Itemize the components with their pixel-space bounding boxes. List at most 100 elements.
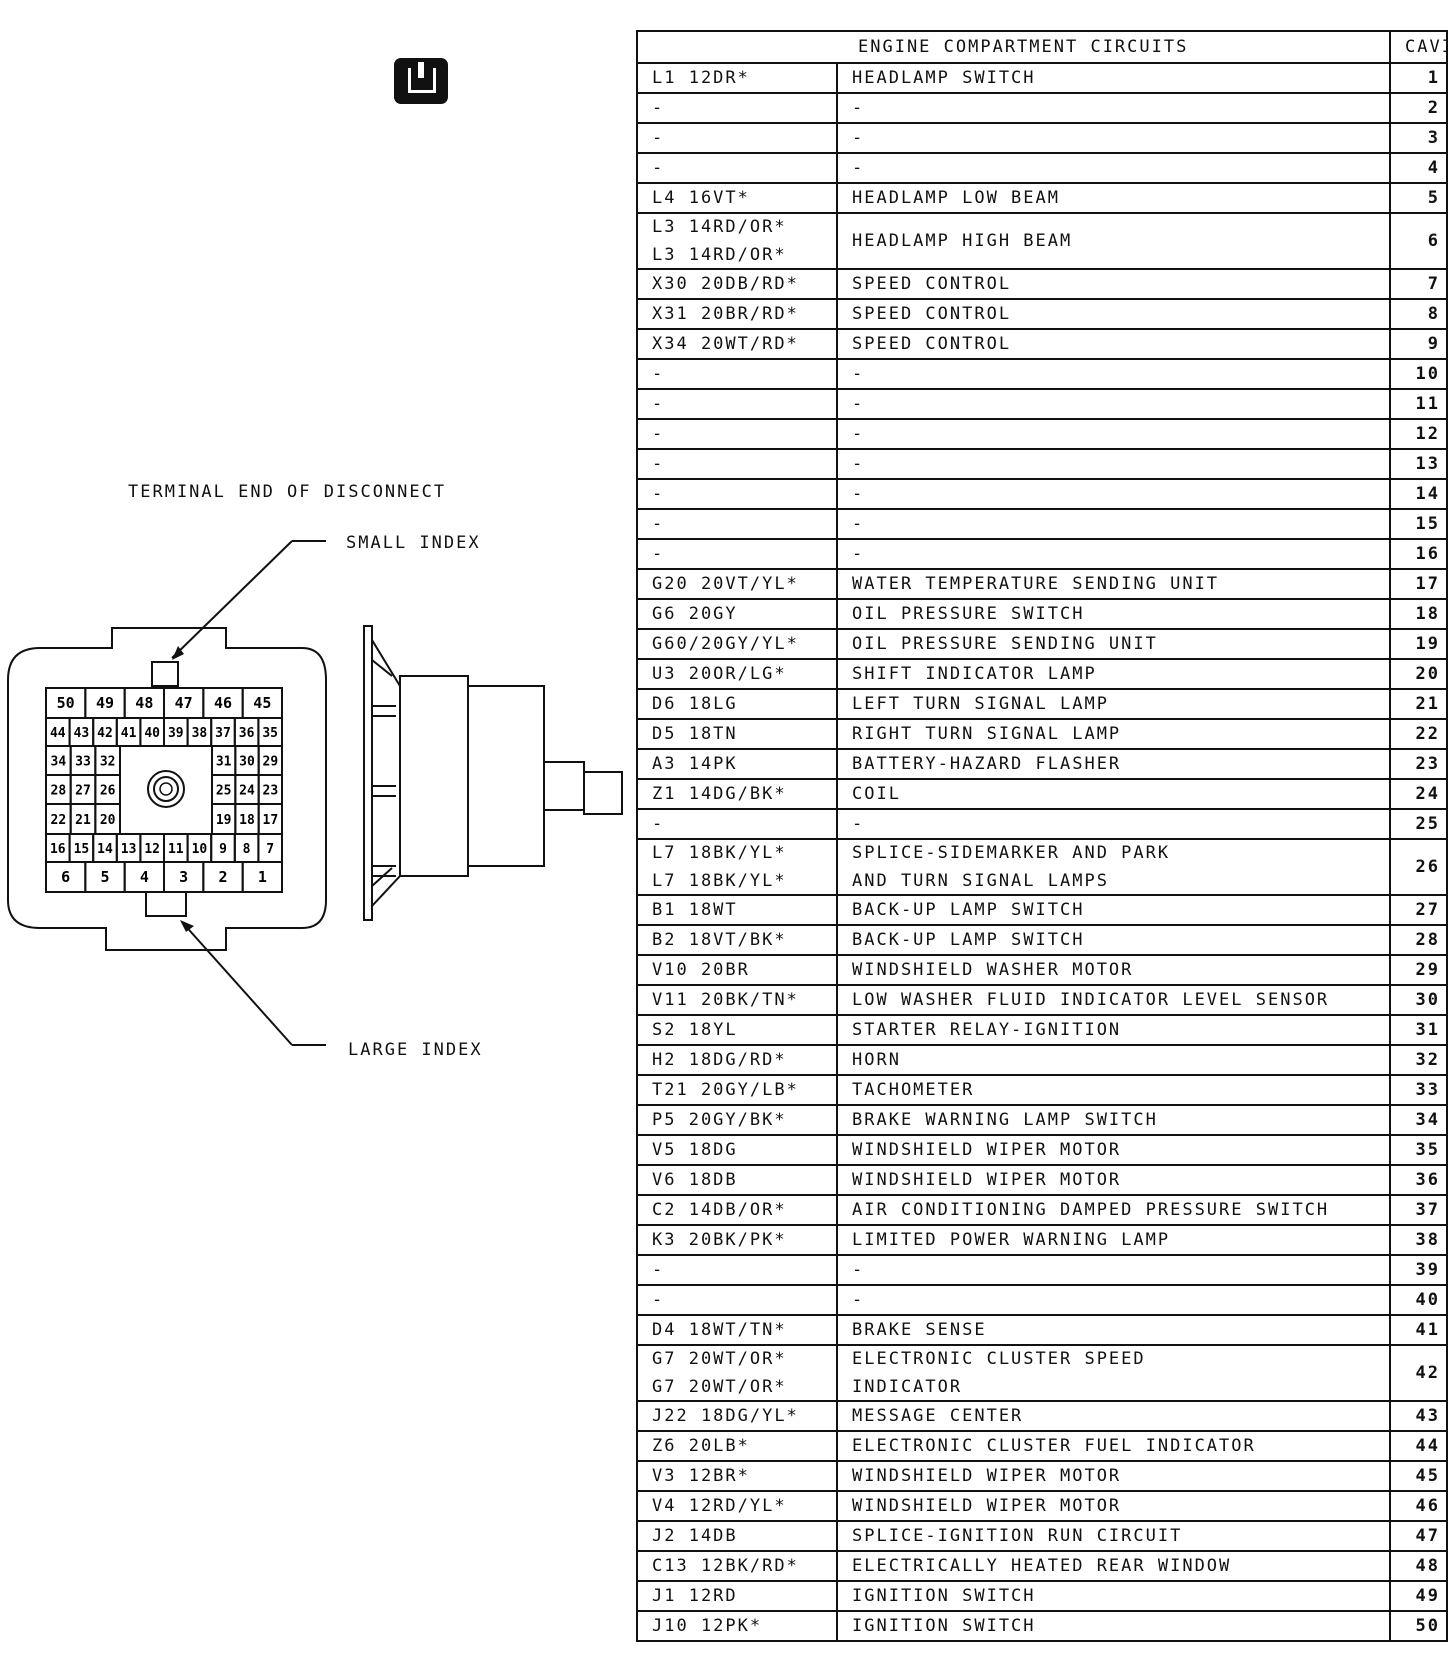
cavity-cell: 15 [1389,508,1448,540]
circuit-description: - [852,424,865,444]
circuit-code: C2 14DB/OR* [652,1200,787,1220]
cavity-number: 50 [57,694,75,712]
description-cell: WINDSHIELD WIPER MOTOR [836,1134,1391,1166]
description-cell: BRAKE WARNING LAMP SWITCH [836,1104,1391,1136]
circuit-table: ENGINE COMPARTMENT CIRCUITS CAVITY L1 12… [636,30,1448,1642]
cavity-cell: 24 [1389,778,1448,810]
cavity-cell: 27 [1389,894,1448,926]
description-cell: LEFT TURN SIGNAL LAMP [836,688,1391,720]
cavity-number: 33 [75,755,91,770]
circuit-description: LOW WASHER FLUID INDICATOR LEVEL SENSOR [852,990,1330,1010]
circuit-cell: J22 18DG/YL* [636,1400,838,1432]
circuit-description: RIGHT TURN SIGNAL LAMP [852,724,1122,744]
cavity-cell: 41 [1389,1314,1448,1346]
cavity-number: 10 [192,842,208,857]
circuit-cell: K3 20BK/PK* [636,1224,838,1256]
circuit-code: - [652,424,665,444]
circuit-description: HEADLAMP HIGH BEAM [852,231,1073,251]
circuit-cell: D4 18WT/TN* [636,1314,838,1346]
cavity-cell: 22 [1389,718,1448,750]
circuit-description: - [852,98,865,118]
circuit-code: Z1 14DG/BK* [652,784,787,804]
circuit-description: BATTERY-HAZARD FLASHER [852,754,1122,774]
description-cell: MESSAGE CENTER [836,1400,1391,1432]
description-cell: SPLICE-IGNITION RUN CIRCUIT [836,1520,1391,1552]
circuit-cell: V10 20BR [636,954,838,986]
cavity-number: 13 [121,842,137,857]
cavity-cell: 44 [1389,1430,1448,1462]
circuit-description: HEADLAMP SWITCH [852,68,1036,88]
table-row: V11 20BK/TN* LOW WASHER FLUID INDICATOR L… [636,984,1448,1016]
description-cell: LOW WASHER FLUID INDICATOR LEVEL SENSOR [836,984,1391,1016]
circuit-code: - [652,128,665,148]
circuit-code: - [652,514,665,534]
circuit-code: V4 12RD/YL* [652,1496,787,1516]
circuit-cell: V11 20BK/TN* [636,984,838,1016]
circuit-description: WINDSHIELD WIPER MOTOR [852,1170,1122,1190]
description-cell: - [836,152,1391,184]
cavity-number: 5 [100,868,109,886]
description-cell: HEADLAMP LOW BEAM [836,182,1391,214]
circuit-cell: S2 18YL [636,1014,838,1046]
cavity-cell: 46 [1389,1490,1448,1522]
cavity-cell: 8 [1389,298,1448,330]
cavity-number: 8 [243,842,251,857]
table-row: L1 12DR* HEADLAMP SWITCH 1 [636,62,1448,94]
description-cell: - [836,1284,1391,1316]
section-badge [394,58,448,104]
circuit-description: AIR CONDITIONING DAMPED PRESSURE SWITCH [852,1200,1330,1220]
circuit-description: IGNITION SWITCH [852,1586,1036,1606]
cavity-cell: 1 [1389,62,1448,94]
cavity-number: 49 [96,694,114,712]
cavity-number: 48 [135,694,153,712]
table-row: G20 20VT/YL*WATER TEMPERATURE SENDING UN… [636,568,1448,600]
circuit-description: WINDSHIELD WASHER MOTOR [852,960,1134,980]
description-cell: WINDSHIELD WIPER MOTOR [836,1490,1391,1522]
cavity-number: 27 [75,784,91,799]
small-index-arrow [172,646,184,660]
circuit-description: BRAKE WARNING LAMP SWITCH [852,1110,1158,1130]
circuit-description: - [852,1290,865,1310]
cavity-number: 16 [50,842,66,857]
cavity-cell: 11 [1389,388,1448,420]
circuit-code: X30 20DB/RD* [652,274,799,294]
cavity-number: 22 [51,813,67,828]
circuit-description: - [852,394,865,414]
circuit-description: WINDSHIELD WIPER MOTOR [852,1466,1122,1486]
circuit-cell: - [636,1254,838,1286]
circuit-code: J22 18DG/YL* [652,1406,799,1426]
connector-housing [7,627,327,951]
circuit-description: SPLICE-SIDEMARKER AND PARK [852,843,1171,863]
circuit-cell: L1 12DR* [636,62,838,94]
circuit-code: - [652,814,665,834]
cavity-number: 32 [100,755,116,770]
cavity-number: 4 [140,868,149,886]
table-row: C2 14DB/OR* AIR CONDITIONING DAMPED PRESS… [636,1194,1448,1226]
cavity-number: 25 [216,784,232,799]
circuit-cell: - [636,152,838,184]
description-cell: IGNITION SWITCH [836,1580,1391,1612]
circuit-cell: X30 20DB/RD* [636,268,838,300]
circuit-description: TACHOMETER [852,1080,975,1100]
cavity-number: 36 [239,726,255,741]
circuit-code: V11 20BK/TN* [652,990,799,1010]
small-index-leader [171,540,293,659]
cavity-number: 6 [61,868,70,886]
cavity-cell: 21 [1389,688,1448,720]
circuit-description: WINDSHIELD WIPER MOTOR [852,1496,1122,1516]
circuit-cell: V3 12BR* [636,1460,838,1492]
cavity-number: 28 [51,784,67,799]
table-row: --15 [636,508,1448,540]
cavity-cell: 16 [1389,538,1448,570]
description-cell: COIL [836,778,1391,810]
description-cell: BACK-UP LAMP SWITCH [836,894,1391,926]
